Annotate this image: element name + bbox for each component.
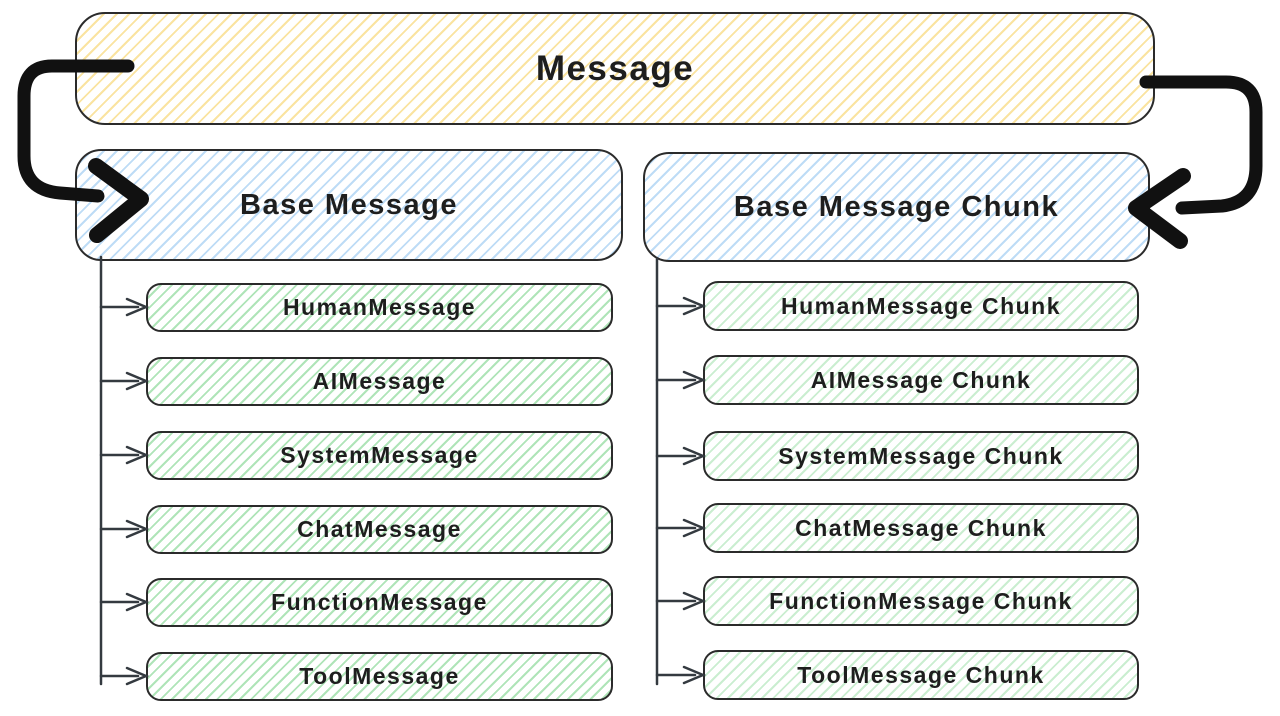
node-function-message-label: FunctionMessage	[271, 589, 488, 615]
node-function-message-chunk: FunctionMessage Chunk	[703, 576, 1139, 626]
node-tool-message-chunk-label: ToolMessage Chunk	[797, 661, 1045, 688]
node-human-message-chunk: HumanMessage Chunk	[703, 281, 1139, 331]
node-base-message-label: Base Message	[240, 188, 458, 221]
curved-arrow-right-icon	[1128, 75, 1263, 249]
node-system-message-label: SystemMessage	[280, 442, 479, 468]
node-function-message: FunctionMessage	[146, 578, 613, 627]
node-system-message-chunk-label: SystemMessage Chunk	[778, 442, 1064, 469]
node-ai-message-chunk: AIMessage Chunk	[703, 355, 1139, 405]
node-tool-message-chunk: ToolMessage Chunk	[703, 650, 1139, 700]
branch-connectors-right	[655, 257, 707, 686]
node-message-label: Message	[535, 48, 695, 88]
node-function-message-chunk-label: FunctionMessage Chunk	[769, 587, 1073, 614]
branch-connectors-left	[99, 255, 150, 686]
node-tool-message: ToolMessage	[146, 652, 613, 701]
node-system-message: SystemMessage	[146, 431, 613, 480]
node-human-message: HumanMessage	[146, 283, 613, 332]
node-ai-message: AIMessage	[146, 357, 613, 406]
node-ai-message-chunk-label: AIMessage Chunk	[810, 366, 1032, 393]
node-human-message-chunk-label: HumanMessage Chunk	[780, 292, 1062, 319]
node-chat-message: ChatMessage	[146, 505, 613, 554]
node-chat-message-chunk-label: ChatMessage Chunk	[795, 514, 1047, 541]
node-base-message-chunk: Base Message Chunk	[643, 152, 1150, 262]
node-chat-message-label: ChatMessage	[297, 516, 462, 542]
node-base-message-chunk-label: Base Message Chunk	[733, 190, 1060, 223]
node-ai-message-label: AIMessage	[312, 368, 447, 394]
node-tool-message-label: ToolMessage	[299, 663, 460, 689]
node-chat-message-chunk: ChatMessage Chunk	[703, 503, 1139, 553]
node-human-message-label: HumanMessage	[282, 294, 477, 320]
node-base-message: Base Message	[75, 149, 623, 261]
node-system-message-chunk: SystemMessage Chunk	[703, 431, 1139, 481]
node-message: Message	[75, 12, 1155, 125]
